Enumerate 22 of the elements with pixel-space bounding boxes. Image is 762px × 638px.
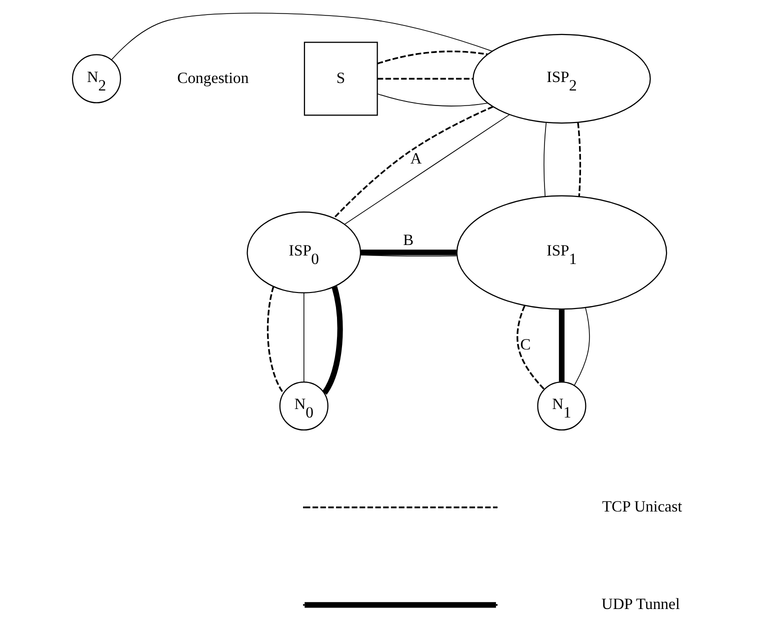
legend-label: TCP Unicast	[602, 498, 682, 516]
connector	[111, 12, 492, 60]
label: Congestion	[177, 70, 249, 87]
connector	[360, 254, 458, 256]
connector	[516, 305, 545, 390]
connector	[377, 50, 488, 64]
connector	[574, 307, 590, 386]
connector	[577, 122, 582, 196]
connector	[266, 286, 284, 394]
connector	[334, 106, 494, 218]
connector	[344, 114, 510, 225]
connector	[378, 78, 473, 80]
connector	[322, 286, 343, 395]
legend-label: UDP Tunnel	[602, 596, 680, 614]
edge-label: B	[403, 232, 414, 249]
edge-label: C	[520, 336, 531, 354]
connector	[360, 250, 457, 256]
connector	[377, 93, 488, 106]
node-box: S	[304, 42, 378, 116]
edge-label: A	[410, 150, 422, 168]
connector	[544, 122, 547, 197]
connector	[558, 310, 565, 382]
